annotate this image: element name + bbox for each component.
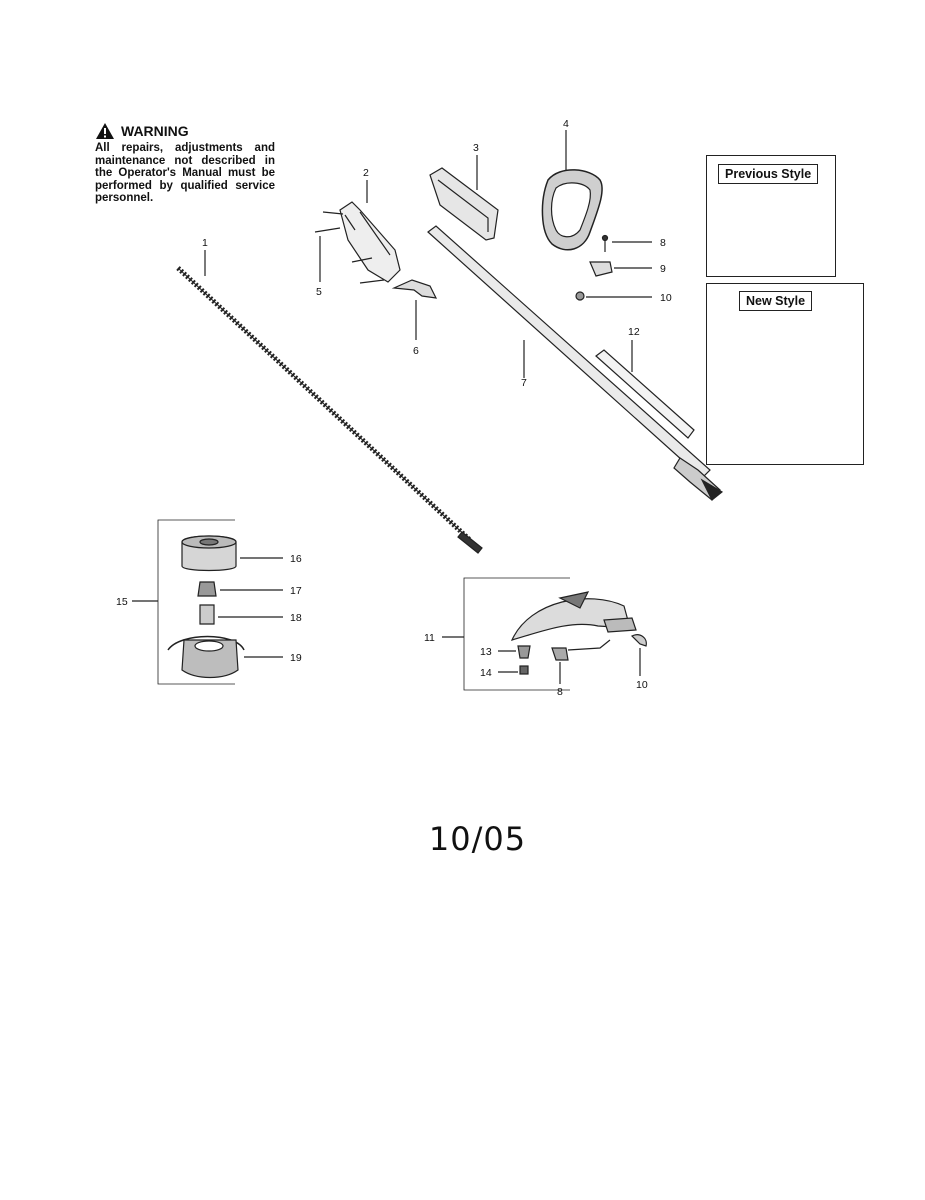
part-label-1: 1 (202, 237, 208, 249)
part-label-4: 4 (563, 118, 569, 130)
part-label-9: 9 (660, 263, 666, 275)
new-style-title: New Style (739, 291, 813, 311)
guard-assembly (442, 577, 647, 691)
warning-text: All repairs, adjustments and maintenance… (95, 142, 275, 204)
part-label-5: 5 (316, 286, 322, 298)
outer-tube-part (427, 225, 724, 501)
part-label-8: 8 (660, 237, 666, 249)
clamp-hardware (575, 234, 652, 301)
part-label-10: 10 (660, 292, 672, 304)
warning-block: WARNING All repairs, adjustments and mai… (95, 122, 275, 205)
part-label-18: 18 (290, 612, 302, 624)
part-label-17: 17 (290, 585, 302, 597)
foam-grip-part (595, 340, 695, 439)
previous-style-title: Previous Style (718, 164, 819, 184)
part-label-19: 19 (290, 652, 302, 664)
part-label-14: 14 (480, 667, 492, 679)
part-label-10b: 10 (636, 679, 648, 691)
part-label-3: 3 (473, 142, 479, 154)
revision-date: 10/05 (428, 820, 527, 858)
warning-triangle-icon (96, 123, 114, 139)
loop-handle-part (541, 130, 603, 251)
trimmer-head-assembly (132, 519, 283, 685)
part-label-13: 13 (480, 646, 492, 658)
grip-handle-part (429, 155, 499, 241)
part-label-16: 16 (290, 553, 302, 565)
handle-housing-part (314, 180, 401, 284)
part-label-11: 11 (424, 632, 435, 644)
new-style-box (706, 283, 864, 465)
part-label-6: 6 (413, 345, 419, 357)
part-label-2: 2 (363, 167, 369, 179)
part-label-7: 7 (521, 377, 527, 389)
part-label-12: 12 (628, 326, 640, 338)
warning-title: WARNING (121, 123, 189, 139)
part-label-8b: 8 (557, 686, 563, 698)
drive-shaft-part (176, 250, 483, 554)
part-label-15: 15 (116, 596, 128, 608)
warning-heading: WARNING (95, 122, 275, 140)
throttle-trigger-part (391, 279, 438, 340)
